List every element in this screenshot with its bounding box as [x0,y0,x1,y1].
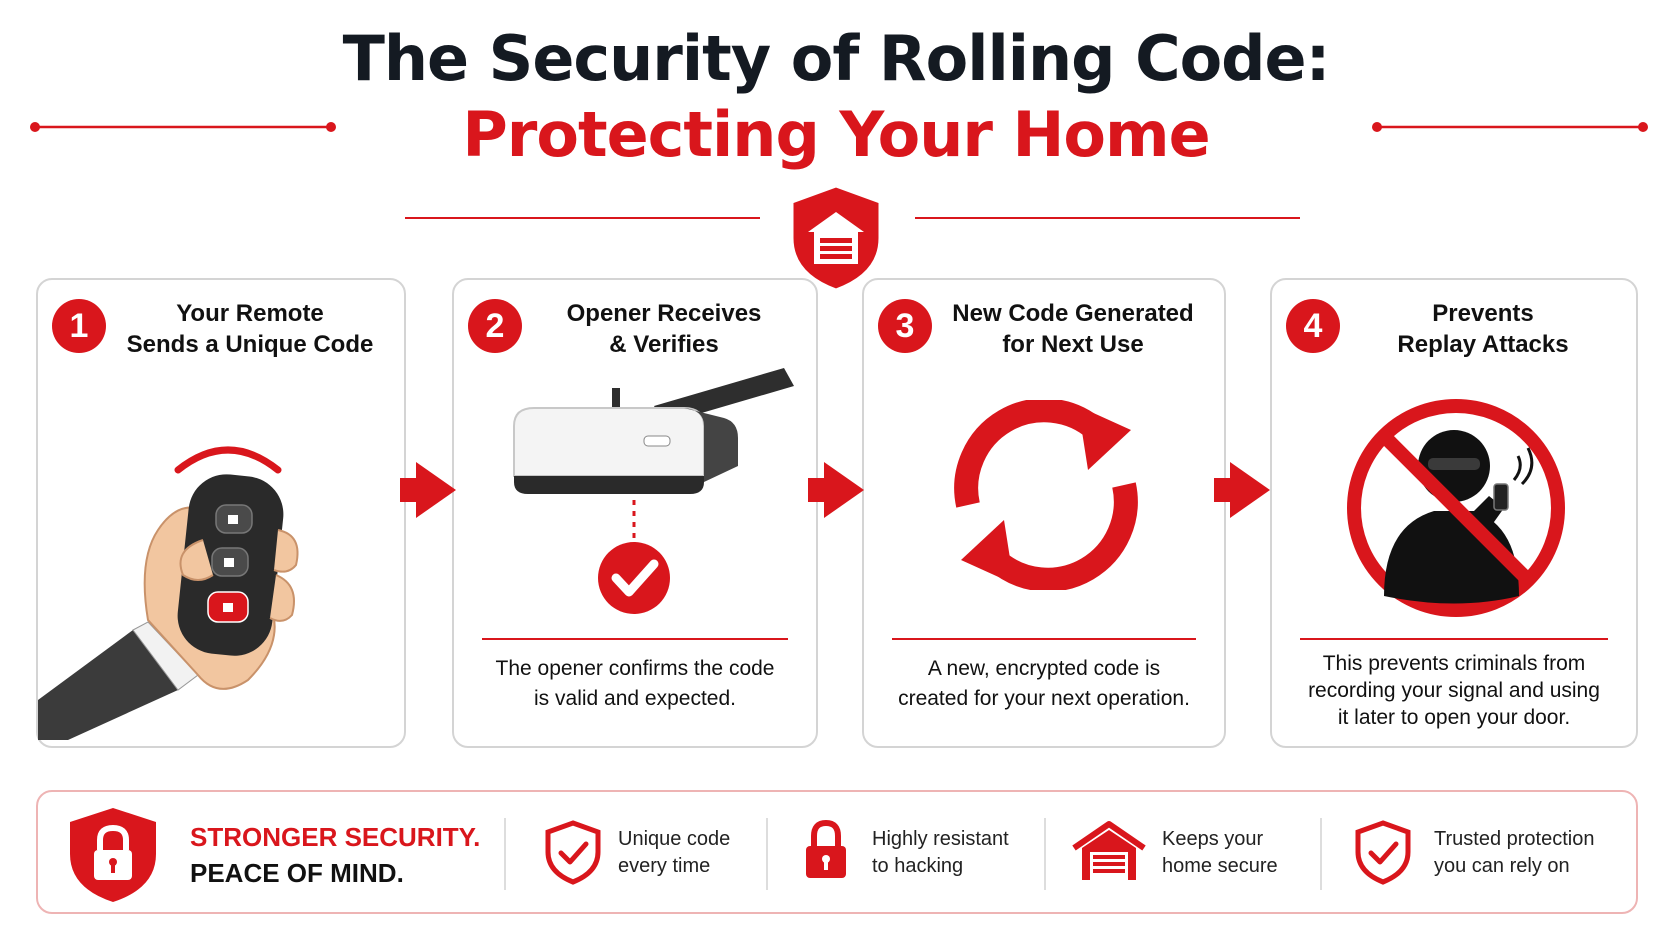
header-divider-left [405,217,760,219]
no-hacker-icon [1347,399,1565,617]
page-title: The Security of Rolling Code: [342,22,1331,95]
shield-check-icon [545,820,601,885]
shield-lock-icon [70,808,156,902]
header-divider-right [915,217,1300,219]
step-number: 1 [52,299,106,353]
hand-remote-icon [38,446,299,740]
step-card-2: 2 Opener Receives & Verifies The opener … [452,278,818,748]
step-number: 2 [468,299,522,353]
step-description: The opener confirms the code is valid an… [495,657,775,710]
banner-separator [1320,818,1322,890]
banner-feature-4: Trusted protection you can rely on [1434,828,1595,877]
flow-arrow-1 [400,462,456,518]
page-subtitle: Protecting Your Home [462,98,1210,171]
step-number: 3 [878,299,932,353]
step-card-3: 3 New Code Generated for Next Use A new,… [862,278,1226,748]
step-divider [482,638,788,640]
benefits-banner: STRONGER SECURITY. PEACE OF MIND. Unique… [36,790,1638,914]
step-description: A new, encrypted code is created for you… [898,657,1190,710]
shield-check-icon [1355,820,1411,885]
garage-shield-icon [790,184,882,292]
step-card-4: 4 Prevents Replay Attacks This prevents … [1270,278,1638,748]
flow-arrow-2 [808,462,864,518]
banner-separator [766,818,768,890]
banner-subheadline: PEACE OF MIND. [190,858,404,888]
flow-arrow-3 [1214,462,1270,518]
banner-separator [504,818,506,890]
banner-feature-3: Keeps your home secure [1162,828,1278,877]
banner-headline: STRONGER SECURITY. [190,822,481,852]
step-divider [1300,638,1608,640]
step-number: 4 [1286,299,1340,353]
garage-home-icon [1072,821,1146,880]
banner-feature-2: Highly resistant to hacking [872,828,1009,877]
header-decor-right [1372,122,1648,132]
padlock-icon [806,819,846,878]
step-card-1: 1 Your Remote Sends a Unique Code [36,278,406,748]
step-title: Your Remote Sends a Unique Code [126,300,374,358]
refresh-cycle-icon [954,400,1138,590]
step-description: This prevents criminals from recording y… [1308,652,1600,729]
banner-separator [1044,818,1046,890]
step-title: Prevents Replay Attacks [1397,300,1569,358]
step-divider [892,638,1196,640]
banner-feature-1: Unique code every time [618,828,731,877]
header-decor-left [30,122,336,132]
step-title: Opener Receives & Verifies [566,300,762,358]
step-title: New Code Generated for Next Use [952,300,1194,358]
garage-opener-icon [513,368,794,614]
